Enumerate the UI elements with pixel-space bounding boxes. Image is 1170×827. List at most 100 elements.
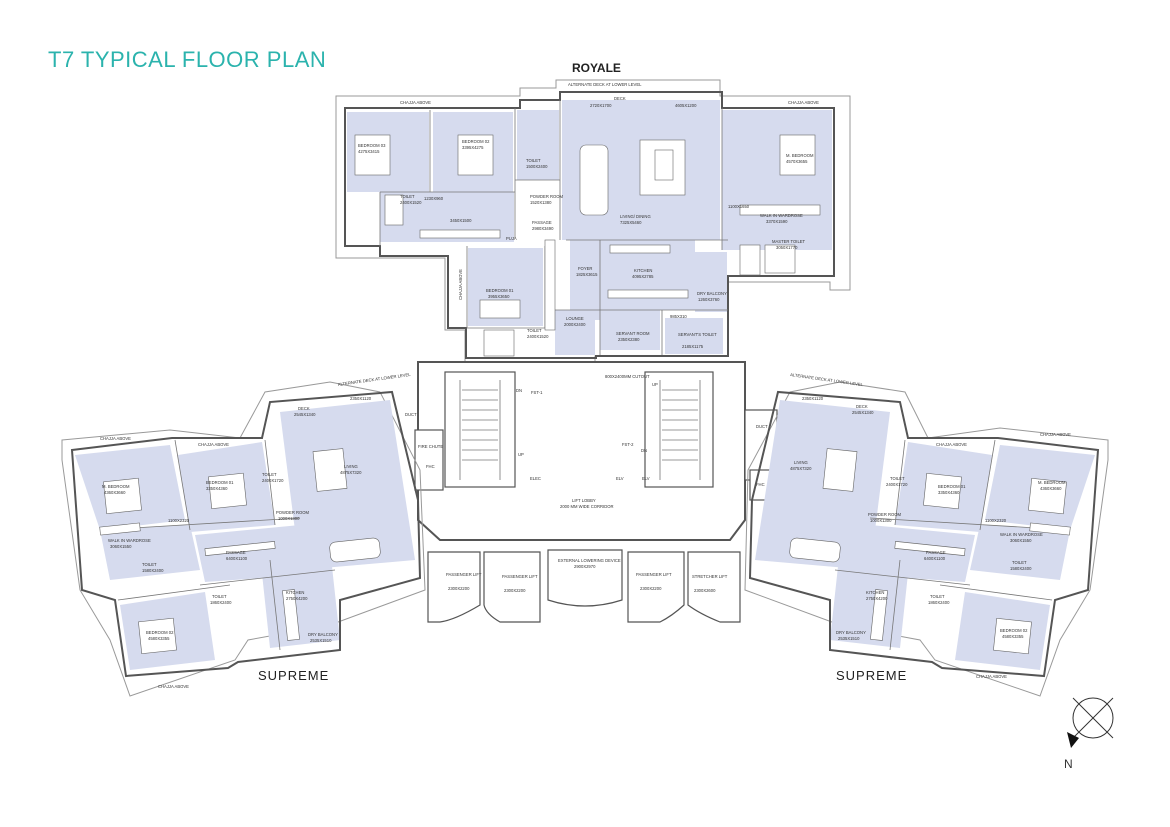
sr-kitchen-dim: 2750X4200 <box>866 596 888 601</box>
core-duct2: DUCT <box>756 424 768 429</box>
royale-bedroom-03-dim: 4275X3415 <box>358 149 380 154</box>
sl-dry-balcony-dim: 2535X1510 <box>310 638 332 643</box>
royale-bedroom-01: BEDROOM 01 <box>486 288 514 293</box>
sr-dim-1100: 1100X2320 <box>985 518 1007 523</box>
sr-bedroom-01: BEDROOM 01 <box>938 484 966 489</box>
sr-walk-in: WALK IN WARDROSE <box>1000 532 1043 537</box>
sr-toilet-b: TOILET <box>890 476 905 481</box>
core-up2: UP <box>652 382 658 387</box>
sr-bedroom-02: BEDROOM 02 <box>1000 628 1028 633</box>
core-dn2: DN <box>641 448 647 453</box>
royale-foyer-dim: 1825X3615 <box>576 272 598 277</box>
sl-dim-1100: 1100X2320 <box>168 518 190 523</box>
royale-servant-room: SERVANT ROOM <box>616 331 650 336</box>
sr-toilet-c-dim: 1860X2400 <box>928 600 950 605</box>
sl-kitchen: KITCHEN <box>286 590 304 595</box>
royale-alternate-deck: ALTERNATE DECK AT LOWER LEVEL <box>568 82 642 87</box>
sl-living: LIVING <box>344 464 358 469</box>
core-lift-lobby: LIFT LOBBY <box>572 498 596 503</box>
north-compass-icon: N <box>1064 697 1114 771</box>
sr-toilet-c: TOILET <box>930 594 945 599</box>
royale-servants-toilet-dim: 2185X1175 <box>682 344 704 349</box>
royale-foyer: FOYER <box>578 266 592 271</box>
core-fhc2: FHC <box>756 482 765 487</box>
royale-passage: PASSAGE <box>532 220 552 225</box>
royale-chajja-left: CHAJJA ABOVE <box>400 100 431 105</box>
core-lift-dim4: 2300X2600 <box>694 588 716 593</box>
core-passenger-lift-1: PASSENGER LIFT <box>446 572 482 577</box>
sl-walk-in: WALK IN WARDROSE <box>108 538 151 543</box>
sr-walk-in-dim: 3060X1550 <box>1010 538 1032 543</box>
royale-master-toilet-dim: 3050X1770 <box>776 245 798 250</box>
service-core: 800X2400MM CUTOUT FST-1 FST-2 UP UP DN D… <box>405 361 778 623</box>
royale-dry-balcony-dim: 1260X3760 <box>698 297 720 302</box>
royale-wing-label: ROYALE <box>572 61 621 75</box>
supreme-left-wing-label: SUPREME <box>258 668 329 683</box>
sr-bedroom-01-dim: 3350X4360 <box>938 490 960 495</box>
core-dn1: DN <box>516 388 522 393</box>
royale-dim-3450: 3450X1500 <box>450 218 472 223</box>
core-elv1: ELV <box>616 476 624 481</box>
compass-north-label: N <box>1064 757 1073 771</box>
sl-bedroom-01: BEDROOM 01 <box>206 480 234 485</box>
sr-passage-dim: 6400X1100 <box>924 556 946 561</box>
royale-toilet-a: TOILET <box>400 194 415 199</box>
core-external-lowering: EXTERNAL LOWERING DEVICE <box>558 558 621 563</box>
sl-toilet-b: TOILET <box>262 472 277 477</box>
royale-chajja-side: CHAJJA ABOVE <box>458 269 463 300</box>
royale-pooja: PUJA <box>506 236 517 241</box>
royale-toilet-c: TOILET <box>527 328 542 333</box>
sl-bedroom-01-dim: 3350X4360 <box>206 486 228 491</box>
sl-dim-2350: 2350X1120 <box>350 396 372 401</box>
royale-powder-room: POWDER ROOM <box>530 194 564 199</box>
sl-living-dim: 4875X7320 <box>340 470 362 475</box>
page-title: T7 TYPICAL FLOOR PLAN <box>48 47 327 72</box>
royale-passage-dim: 2980X3490 <box>532 226 554 231</box>
royale-bedroom-02-dim: 3395X4275 <box>462 145 484 150</box>
core-duct1: DUCT <box>405 412 417 417</box>
sr-toilet-a-dim: 1580X2400 <box>1010 566 1032 571</box>
core-lift-dim3: 2300X2200 <box>640 586 662 591</box>
royale-deck-dim1: 2720X1700 <box>590 103 612 108</box>
sl-passage-dim: 6400X1100 <box>226 556 248 561</box>
sl-toilet-c-dim: 1860X2400 <box>210 600 232 605</box>
sr-m-bedroom: M. BEDROOM <box>1038 480 1066 485</box>
sl-dry-balcony: DRY BALCONY <box>308 632 338 637</box>
sl-chajja-1: CHAJJA ABOVE <box>100 436 131 441</box>
sl-toilet-c: TOILET <box>212 594 227 599</box>
sr-deck: DECK <box>856 404 868 409</box>
royale-walk-in-dim: 3370X1590 <box>766 219 788 224</box>
royale-walk-in: WALK IN WARDROSE <box>760 213 803 218</box>
core-cutout: 800X2400MM CUTOUT <box>605 374 650 379</box>
sr-dry-balcony-dim: 2535X1510 <box>838 636 860 641</box>
royale-chajja-right: CHAJJA ABOVE <box>788 100 819 105</box>
royale-servants-toilet: SERVANT'S TOILET <box>678 332 717 337</box>
supreme-right-wing-label: SUPREME <box>836 668 907 683</box>
core-stretcher-lift: STRETCHER LIFT <box>692 574 728 579</box>
core-fst2: FST-2 <box>622 442 634 447</box>
royale-bedroom-03: BEDROOM 03 <box>358 143 386 148</box>
royale-toilet-c-dim: 2400X1520 <box>527 334 549 339</box>
sl-powder-dim: 1000X1300 <box>278 516 300 521</box>
sl-alternate-deck: ALTERNATE DECK AT LOWER LEVEL <box>337 372 411 387</box>
royale-m-bedroom-dim: 4570X3655 <box>786 159 808 164</box>
sl-passage: PASSAGE <box>226 550 246 555</box>
royale-living-dining: LIVING/ DINING <box>620 214 651 219</box>
core-fhc1: FHC <box>426 464 435 469</box>
royale-servant-room-dim: 2350X2380 <box>618 337 640 342</box>
sr-chajja-2: CHAJJA ABOVE <box>936 442 967 447</box>
royale-bedroom-02: BEDROOM 02 <box>462 139 490 144</box>
core-passenger-lift-3: PASSENGER LIFT <box>636 572 672 577</box>
sr-dim-2350: 2350X1120 <box>802 396 824 401</box>
sl-toilet-a-dim: 1580X2400 <box>142 568 164 573</box>
royale-dim-1100: 1100X1650 <box>728 204 750 209</box>
royale-master-toilet: MASTER TOILET <box>772 239 806 244</box>
sl-walk-in-dim: 3060X1550 <box>110 544 132 549</box>
royale-kitchen: KITCHEN <box>634 268 652 273</box>
royale-bedroom-01-dim: 3955X3650 <box>488 294 510 299</box>
sl-chajja-2: CHAJJA ABOVE <box>198 442 229 447</box>
core-elv2: ELV <box>642 476 650 481</box>
sr-chajja-3: CHAJJA ABOVE <box>976 674 1007 679</box>
sl-m-bedroom-dim: 4360X3660 <box>104 490 126 495</box>
